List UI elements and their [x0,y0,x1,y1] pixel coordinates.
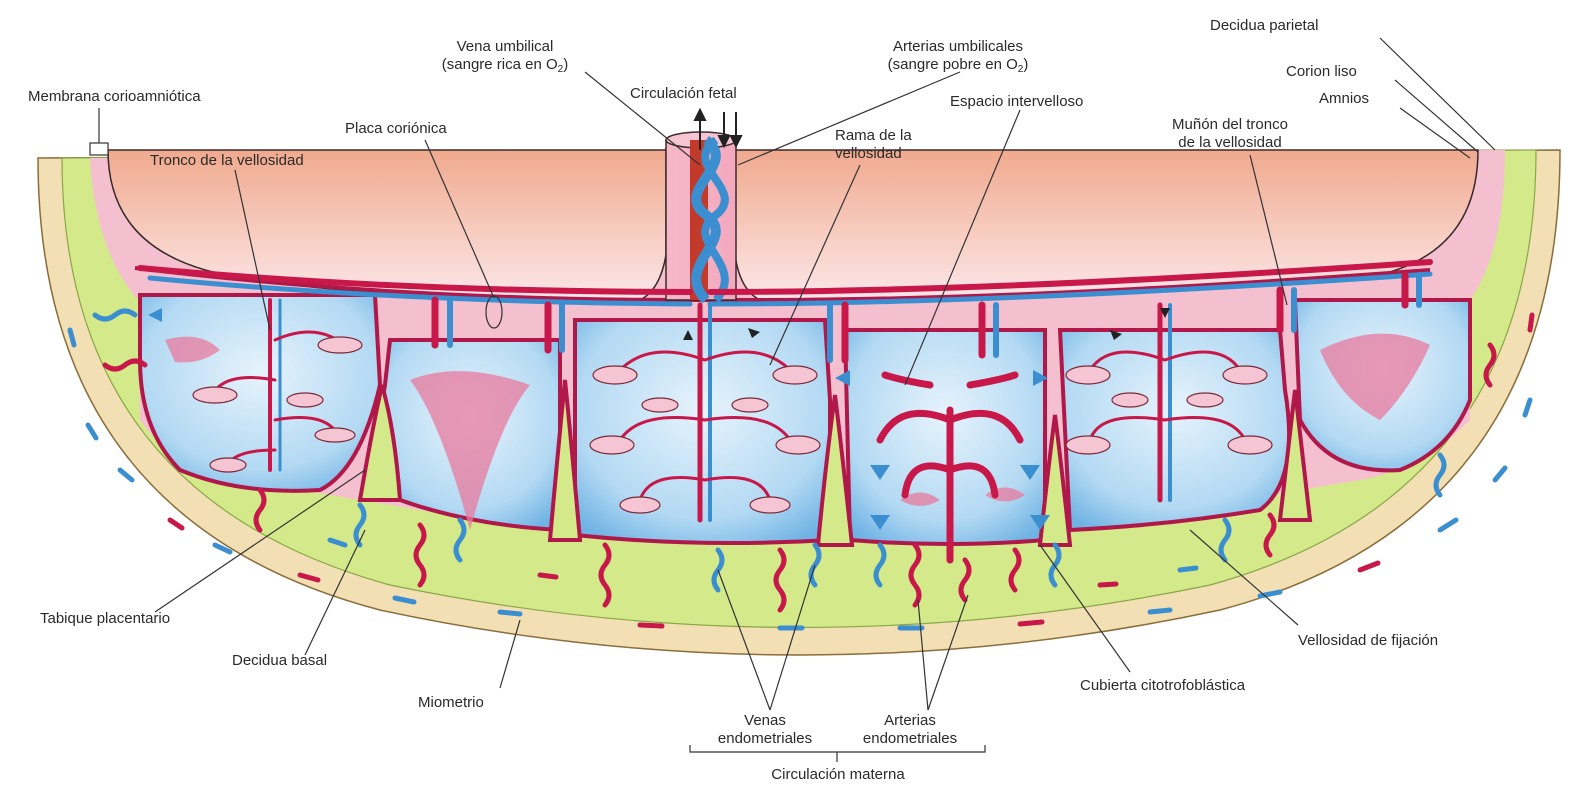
label-arterias-endometriales: Arterias endometriales [863,712,957,748]
rama-vellosidad-line1: Rama de la [835,127,912,145]
label-amnios: Amnios [1319,90,1369,108]
membrana-marker [90,143,108,155]
label-venas-endometriales: Venas endometriales [718,712,812,748]
label-corion-liso: Corion liso [1286,63,1357,81]
label-circulacion-fetal: Circulación fetal [630,85,737,103]
label-membrana-corioamniotica: Membrana corioamniótica [28,88,201,106]
label-munon-tronco: Muñón del tronco de la vellosidad [1172,116,1288,152]
rama-vellosidad-line2: vellosidad [835,145,912,163]
venas-line2: endometriales [718,730,812,748]
vena-umbilical-title: Vena umbilical [442,38,568,56]
venas-line1: Venas [718,712,812,730]
munon-line1: Muñón del tronco [1172,116,1288,134]
munon-line2: de la vellosidad [1172,134,1288,152]
label-tronco-vellosidad: Tronco de la vellosidad [150,152,304,170]
label-decidua-parietal: Decidua parietal [1210,17,1318,35]
amniotic-cavity [108,148,1478,300]
vena-umbilical-subtitle: (sangre rica en O2) [442,56,568,79]
label-decidua-basal: Decidua basal [232,652,327,670]
umbilical-cord [666,132,736,300]
arterias-line2: endometriales [863,730,957,748]
label-vena-umbilical: Vena umbilical (sangre rica en O2) [442,38,568,79]
label-espacio-intervelloso: Espacio intervelloso [950,93,1083,111]
label-rama-vellosidad: Rama de la vellosidad [835,127,912,163]
label-arterias-umbilicales: Arterias umbilicales (sangre pobre en O2… [888,38,1029,79]
arterias-umbilicales-title: Arterias umbilicales [888,38,1029,56]
label-circulacion-materna: Circulación materna [771,766,904,784]
cotyledon-1 [140,295,380,491]
label-tabique-placentario: Tabique placentario [40,610,170,628]
arterias-line1: Arterias [863,712,957,730]
label-vellosidad-fijacion: Vellosidad de fijación [1298,632,1438,650]
label-placa-corionica: Placa coriónica [345,120,447,138]
label-cubierta-citotrofoblastica: Cubierta citotrofoblástica [1080,677,1245,695]
label-miometrio: Miometrio [418,694,484,712]
arterias-umbilicales-subtitle: (sangre pobre en O2) [888,56,1029,79]
